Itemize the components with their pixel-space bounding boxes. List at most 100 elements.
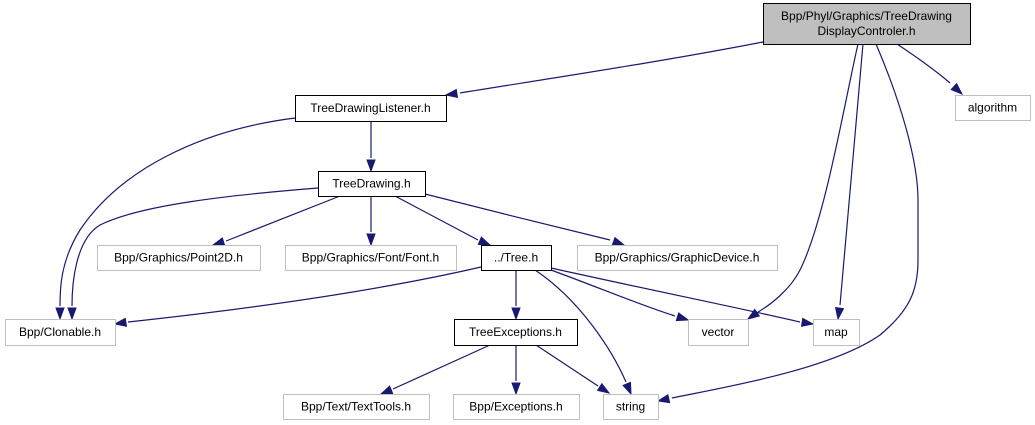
node-tree[interactable]: ../Tree.h [481,245,552,271]
edge-tree-to-map [550,267,815,327]
node-label: Bpp/Graphics/Point2D.h [114,251,243,265]
arrowhead-icon [950,82,964,95]
edge-line [757,43,859,313]
node-treeexceptions[interactable]: TreeExceptions.h [454,319,578,346]
node-label: DisplayControler.h [817,24,915,38]
arrowhead-icon [596,382,611,394]
node-label: vector [702,325,735,339]
node-box [318,171,426,197]
node-font: Bpp/Graphics/Font/Font.h [285,245,457,271]
node-box [454,319,578,346]
arrowhead-icon [444,88,459,99]
node-map: map [813,319,860,346]
arrowhead-icon [55,307,65,321]
edge-line [225,195,341,242]
arrowhead-icon [366,233,376,247]
edge-line [459,41,764,94]
edge-line [394,195,479,241]
edge-tree-to-string [534,269,632,396]
arrowhead-icon [622,381,632,396]
node-label: map [824,325,848,339]
node-string: string [603,394,659,420]
node-box [481,245,552,271]
edge-treeexceptions-to-texttools [379,344,491,395]
edge-tree-to-vector [550,269,690,322]
node-box [283,394,430,420]
nodes-layer: Bpp/Phyl/Graphics/TreeDrawingDisplayCont… [5,3,1031,420]
edge-listener-to-treedrawing [366,121,376,173]
edge-line [127,266,482,323]
node-box [453,394,580,420]
node-algorithm: algorithm [955,95,1031,121]
node-box [763,3,971,45]
node-label: algorithm [968,101,1017,115]
edge-treedrawing-to-font [366,196,376,247]
edge-treedrawing-to-tree [394,195,492,246]
arrowhead-icon [834,306,845,321]
edge-line [59,117,296,307]
edge-line [535,344,599,387]
edge-root-to-string [656,43,919,404]
node-listener[interactable]: TreeDrawingListener.h [295,95,447,122]
arrowhead-icon [211,237,226,247]
edge-line [392,344,491,390]
node-label: TreeDrawing.h [332,177,410,191]
edge-line [550,269,676,317]
node-graphicdevice: Bpp/Graphics/GraphicDevice.h [577,245,778,271]
arrowhead-icon [366,159,376,173]
node-label: Bpp/Phyl/Graphics/TreeDrawing [781,9,952,23]
node-box [285,245,457,271]
edge-line [71,187,319,307]
node-box [97,245,261,271]
node-clonable: Bpp/Clonable.h [5,319,116,346]
arrowhead-icon [511,382,521,396]
edge-treeexceptions-to-string [535,344,611,394]
node-texttools: Bpp/Text/TextTools.h [283,394,430,420]
edge-treedrawing-to-point2d [211,195,341,247]
node-box [577,245,778,271]
arrowhead-icon [477,236,492,246]
edge-line [671,43,919,399]
edge-tree-to-treeexceptions [511,270,521,321]
node-box [295,95,447,122]
node-point2d: Bpp/Graphics/Point2D.h [97,245,261,271]
edge-line [839,43,864,306]
node-label: Bpp/Clonable.h [19,325,101,339]
arrowhead-icon [67,307,77,321]
edge-treedrawing-to-clonable [67,187,319,321]
arrowhead-icon [675,312,690,322]
edge-listener-to-clonable [55,117,296,321]
node-label: TreeDrawingListener.h [310,101,430,115]
node-box [813,319,860,346]
edge-tree-to-clonable [113,266,482,327]
edge-root-to-algorithm [896,43,964,95]
edge-root-to-vector [746,43,859,320]
arrowhead-icon [113,317,128,327]
edge-line [424,193,611,241]
arrowhead-icon [656,393,671,404]
node-exceptions: Bpp/Exceptions.h [453,394,580,420]
node-label: TreeExceptions.h [469,325,562,339]
arrowhead-icon [800,317,815,327]
edges-layer [55,41,964,404]
edge-line [534,269,627,383]
edge-line [896,43,951,84]
node-root[interactable]: Bpp/Phyl/Graphics/TreeDrawingDisplayCont… [763,3,971,45]
edge-root-to-map [834,43,864,321]
node-label: Bpp/Graphics/Font/Font.h [302,251,439,265]
node-treedrawing[interactable]: TreeDrawing.h [318,171,426,197]
node-vector: vector [688,319,749,346]
node-label: string [616,400,645,414]
node-label: Bpp/Text/TextTools.h [301,400,411,414]
node-box [688,319,749,346]
node-label: ../Tree.h [494,251,538,265]
edge-treeexceptions-to-exceptions [511,345,521,396]
edge-line [550,267,801,323]
node-label: Bpp/Exceptions.h [469,400,562,414]
node-box [5,319,116,346]
edge-root-to-listener [444,41,764,99]
edge-treedrawing-to-graphicdevice [424,193,626,246]
node-box [603,394,659,420]
node-label: Bpp/Graphics/GraphicDevice.h [595,251,760,265]
arrowhead-icon [379,385,394,395]
